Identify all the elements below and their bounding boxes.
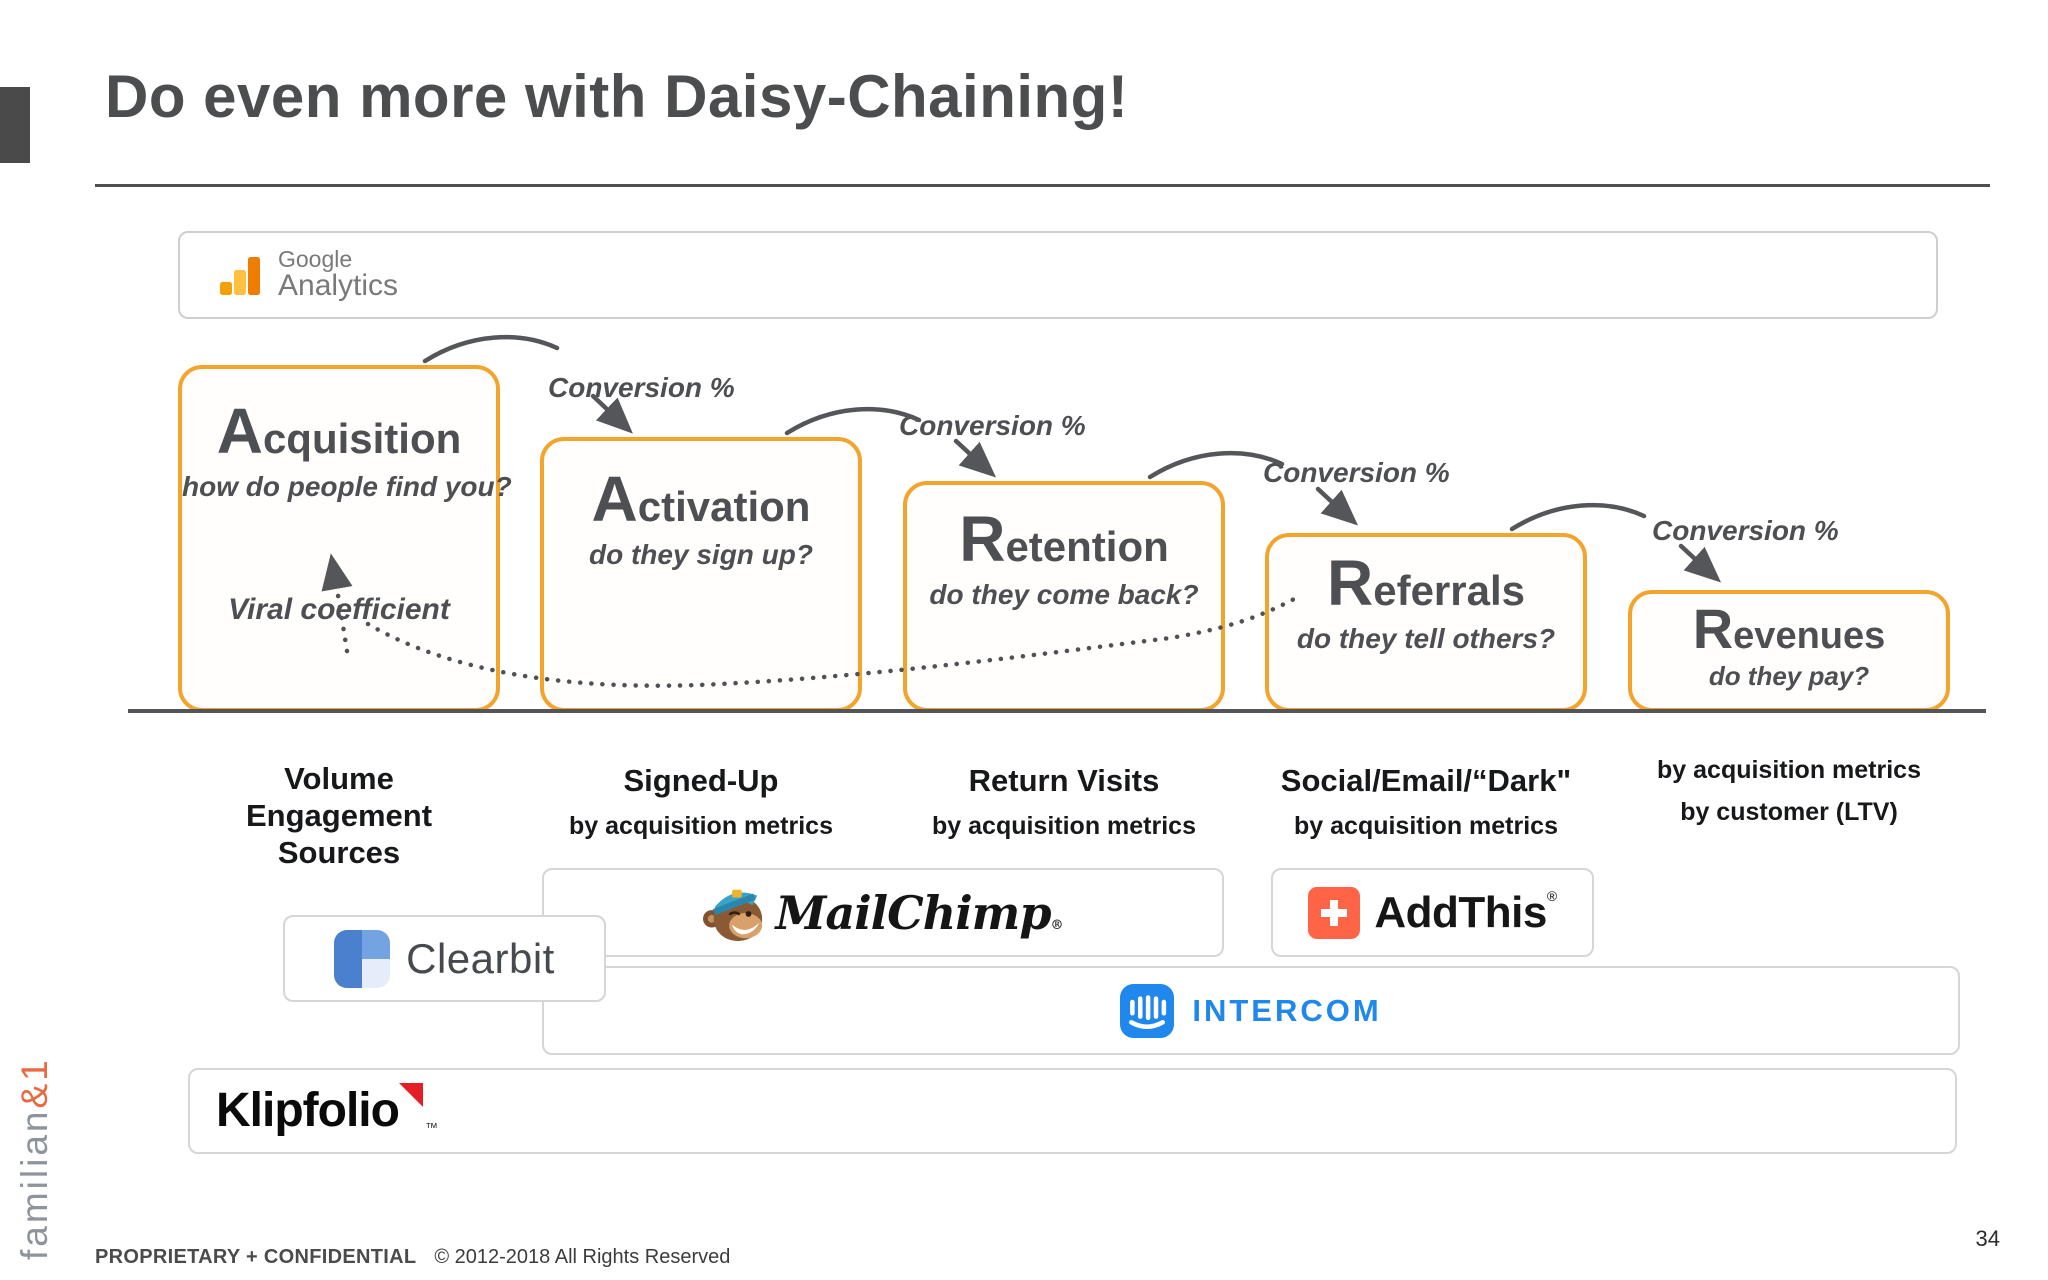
corner-accent-block	[0, 87, 30, 163]
mailchimp-box: MailChimp®	[542, 868, 1224, 957]
conversion-label-2: Conversion %	[899, 410, 1086, 441]
registered-mark: ®	[1050, 917, 1064, 933]
brand-gray: familian	[14, 1108, 55, 1261]
registered-mark: ®	[1546, 887, 1557, 904]
trademark-mark: ™	[424, 1120, 438, 1135]
analytics-label: Analytics	[278, 269, 399, 303]
funnel-box-acquisition: Acquisition how do people find you? Vira…	[178, 365, 512, 712]
funnel-box-retention: Retention do they come back?	[903, 481, 1225, 712]
acquisition-title: Acquisition	[216, 395, 462, 467]
intercom-icon	[1120, 983, 1175, 1038]
referrals-question: do they tell others?	[1296, 623, 1556, 654]
activation-question: do they sign up?	[589, 539, 813, 570]
klipfolio-triangle-icon	[398, 1083, 423, 1107]
clearbit-icon	[334, 929, 391, 988]
conversion-label-4: Conversion %	[1652, 515, 1839, 546]
revenues-title: Revenues	[1692, 597, 1886, 660]
title-divider	[95, 184, 1990, 187]
metrics-activation: Signed-Up by acquisition metrics	[540, 762, 862, 841]
funnel-box-revenues: Revenues do they pay?	[1628, 590, 1950, 712]
addthis-box: AddThis®	[1271, 868, 1594, 957]
conversion-arrow-4	[1678, 543, 1722, 583]
intercom-wordmark: INTERCOM	[1192, 992, 1382, 1028]
clearbit-box: Clearbit	[283, 915, 606, 1002]
conversion-label-3: Conversion %	[1263, 457, 1450, 488]
page-number: 34	[1975, 1226, 2000, 1251]
metric-line: Engagement	[245, 798, 433, 833]
conversion-arrow-3	[1315, 486, 1359, 526]
conversion-arc-4	[1509, 502, 1647, 532]
google-analytics-box: Google Analytics	[178, 231, 1938, 319]
metrics-acquisition: Volume Engagement Sources	[178, 760, 500, 871]
referrals-title: Referrals	[1327, 547, 1525, 619]
revenues-question: do they pay?	[1708, 661, 1870, 691]
google-label: Google	[278, 245, 353, 272]
klipfolio-box: Klipfolio ™	[188, 1068, 1957, 1154]
metric-line: Volume	[284, 761, 394, 796]
conversion-arrow-2	[953, 438, 997, 478]
metric-sub: by acquisition metrics	[569, 812, 833, 840]
google-analytics-logo: Google Analytics	[216, 245, 399, 303]
addthis-plus-icon	[1308, 886, 1361, 939]
confidential-label: PROPRIETARY + CONFIDENTIAL	[95, 1246, 417, 1268]
funnel-box-activation: Activation do they sign up?	[540, 437, 862, 712]
rights-label: © 2012-2018 All Rights Reserved	[434, 1246, 731, 1268]
addthis-wordmark: AddThis®	[1374, 887, 1557, 937]
retention-title: Retention	[959, 503, 1169, 575]
metrics-retention: Return Visits by acquisition metrics	[903, 762, 1225, 841]
metric-line: by acquisition metrics	[1657, 756, 1921, 784]
metric-line: by customer (LTV)	[1680, 798, 1898, 826]
funnel-baseline	[128, 709, 1986, 713]
acquisition-question: how do people find you?	[182, 471, 512, 502]
footer: PROPRIETARY + CONFIDENTIAL © 2012-2018 A…	[95, 1246, 730, 1269]
page-title: Do even more with Daisy-Chaining!	[105, 63, 1129, 130]
retention-question: do they come back?	[929, 579, 1199, 610]
metrics-referrals: Social/Email/“Dark" by acquisition metri…	[1265, 762, 1587, 841]
clearbit-wordmark: Clearbit	[406, 934, 555, 982]
activation-title: Activation	[591, 463, 811, 535]
mailchimp-monkey-icon	[703, 889, 763, 941]
viral-coefficient-label: Viral coefficient	[228, 593, 450, 626]
funnel-box-referrals: Referrals do they tell others?	[1265, 533, 1587, 712]
conversion-arc-1	[422, 334, 560, 364]
metrics-revenues: by acquisition metrics by customer (LTV)	[1628, 756, 1950, 827]
metric-sub: by acquisition metrics	[932, 812, 1196, 840]
google-analytics-wordmark: Google Analytics	[278, 245, 399, 303]
conversion-label-1: Conversion %	[548, 372, 735, 403]
google-analytics-icon	[220, 256, 260, 295]
mailchimp-wordmark: MailChimp®	[775, 885, 1064, 940]
brand-vertical-text: familian&1	[14, 1002, 56, 1260]
metric-title: Social/Email/“Dark"	[1280, 763, 1572, 798]
intercom-box: INTERCOM	[542, 966, 1960, 1055]
metric-title: Signed-Up	[623, 763, 779, 798]
metric-line: Sources	[277, 835, 401, 870]
klipfolio-wordmark: Klipfolio ™	[216, 1083, 438, 1137]
metric-sub: by acquisition metrics	[1294, 812, 1558, 840]
brand-orange: &1	[14, 1057, 55, 1109]
metric-title: Return Visits	[968, 763, 1160, 798]
